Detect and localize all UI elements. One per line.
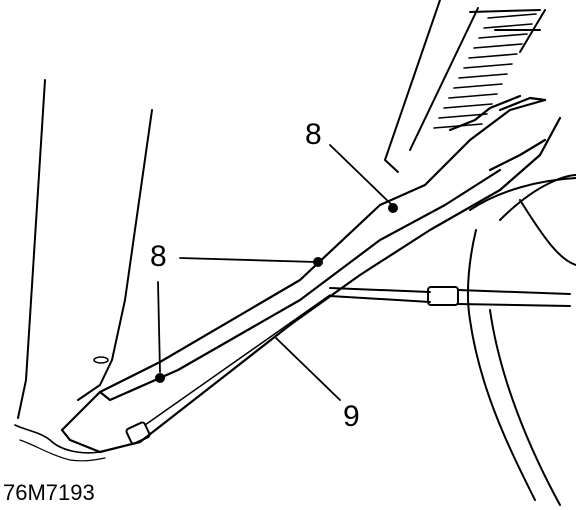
roof-rail xyxy=(384,0,546,173)
figure-reference: 76M7193 xyxy=(3,480,95,505)
fastener-lower xyxy=(155,373,165,383)
lower-edge-detail xyxy=(14,424,101,454)
callout-fastener-top: 8 xyxy=(305,118,322,151)
body-edges xyxy=(17,79,153,419)
body-hole xyxy=(93,356,109,364)
leader-lines xyxy=(157,144,394,401)
lower-edge-detail-2 xyxy=(19,439,106,462)
fastener-top xyxy=(388,203,398,213)
pillar-trim-panel xyxy=(60,94,562,454)
panel-clip xyxy=(125,421,151,445)
support-strut xyxy=(329,286,571,307)
fastener-middle xyxy=(313,257,323,267)
panel-lower-edge xyxy=(144,294,331,426)
callout-trim-panel: 9 xyxy=(343,400,360,433)
callout-fastener-middle: 8 xyxy=(150,240,167,273)
glass-edges xyxy=(466,174,576,506)
